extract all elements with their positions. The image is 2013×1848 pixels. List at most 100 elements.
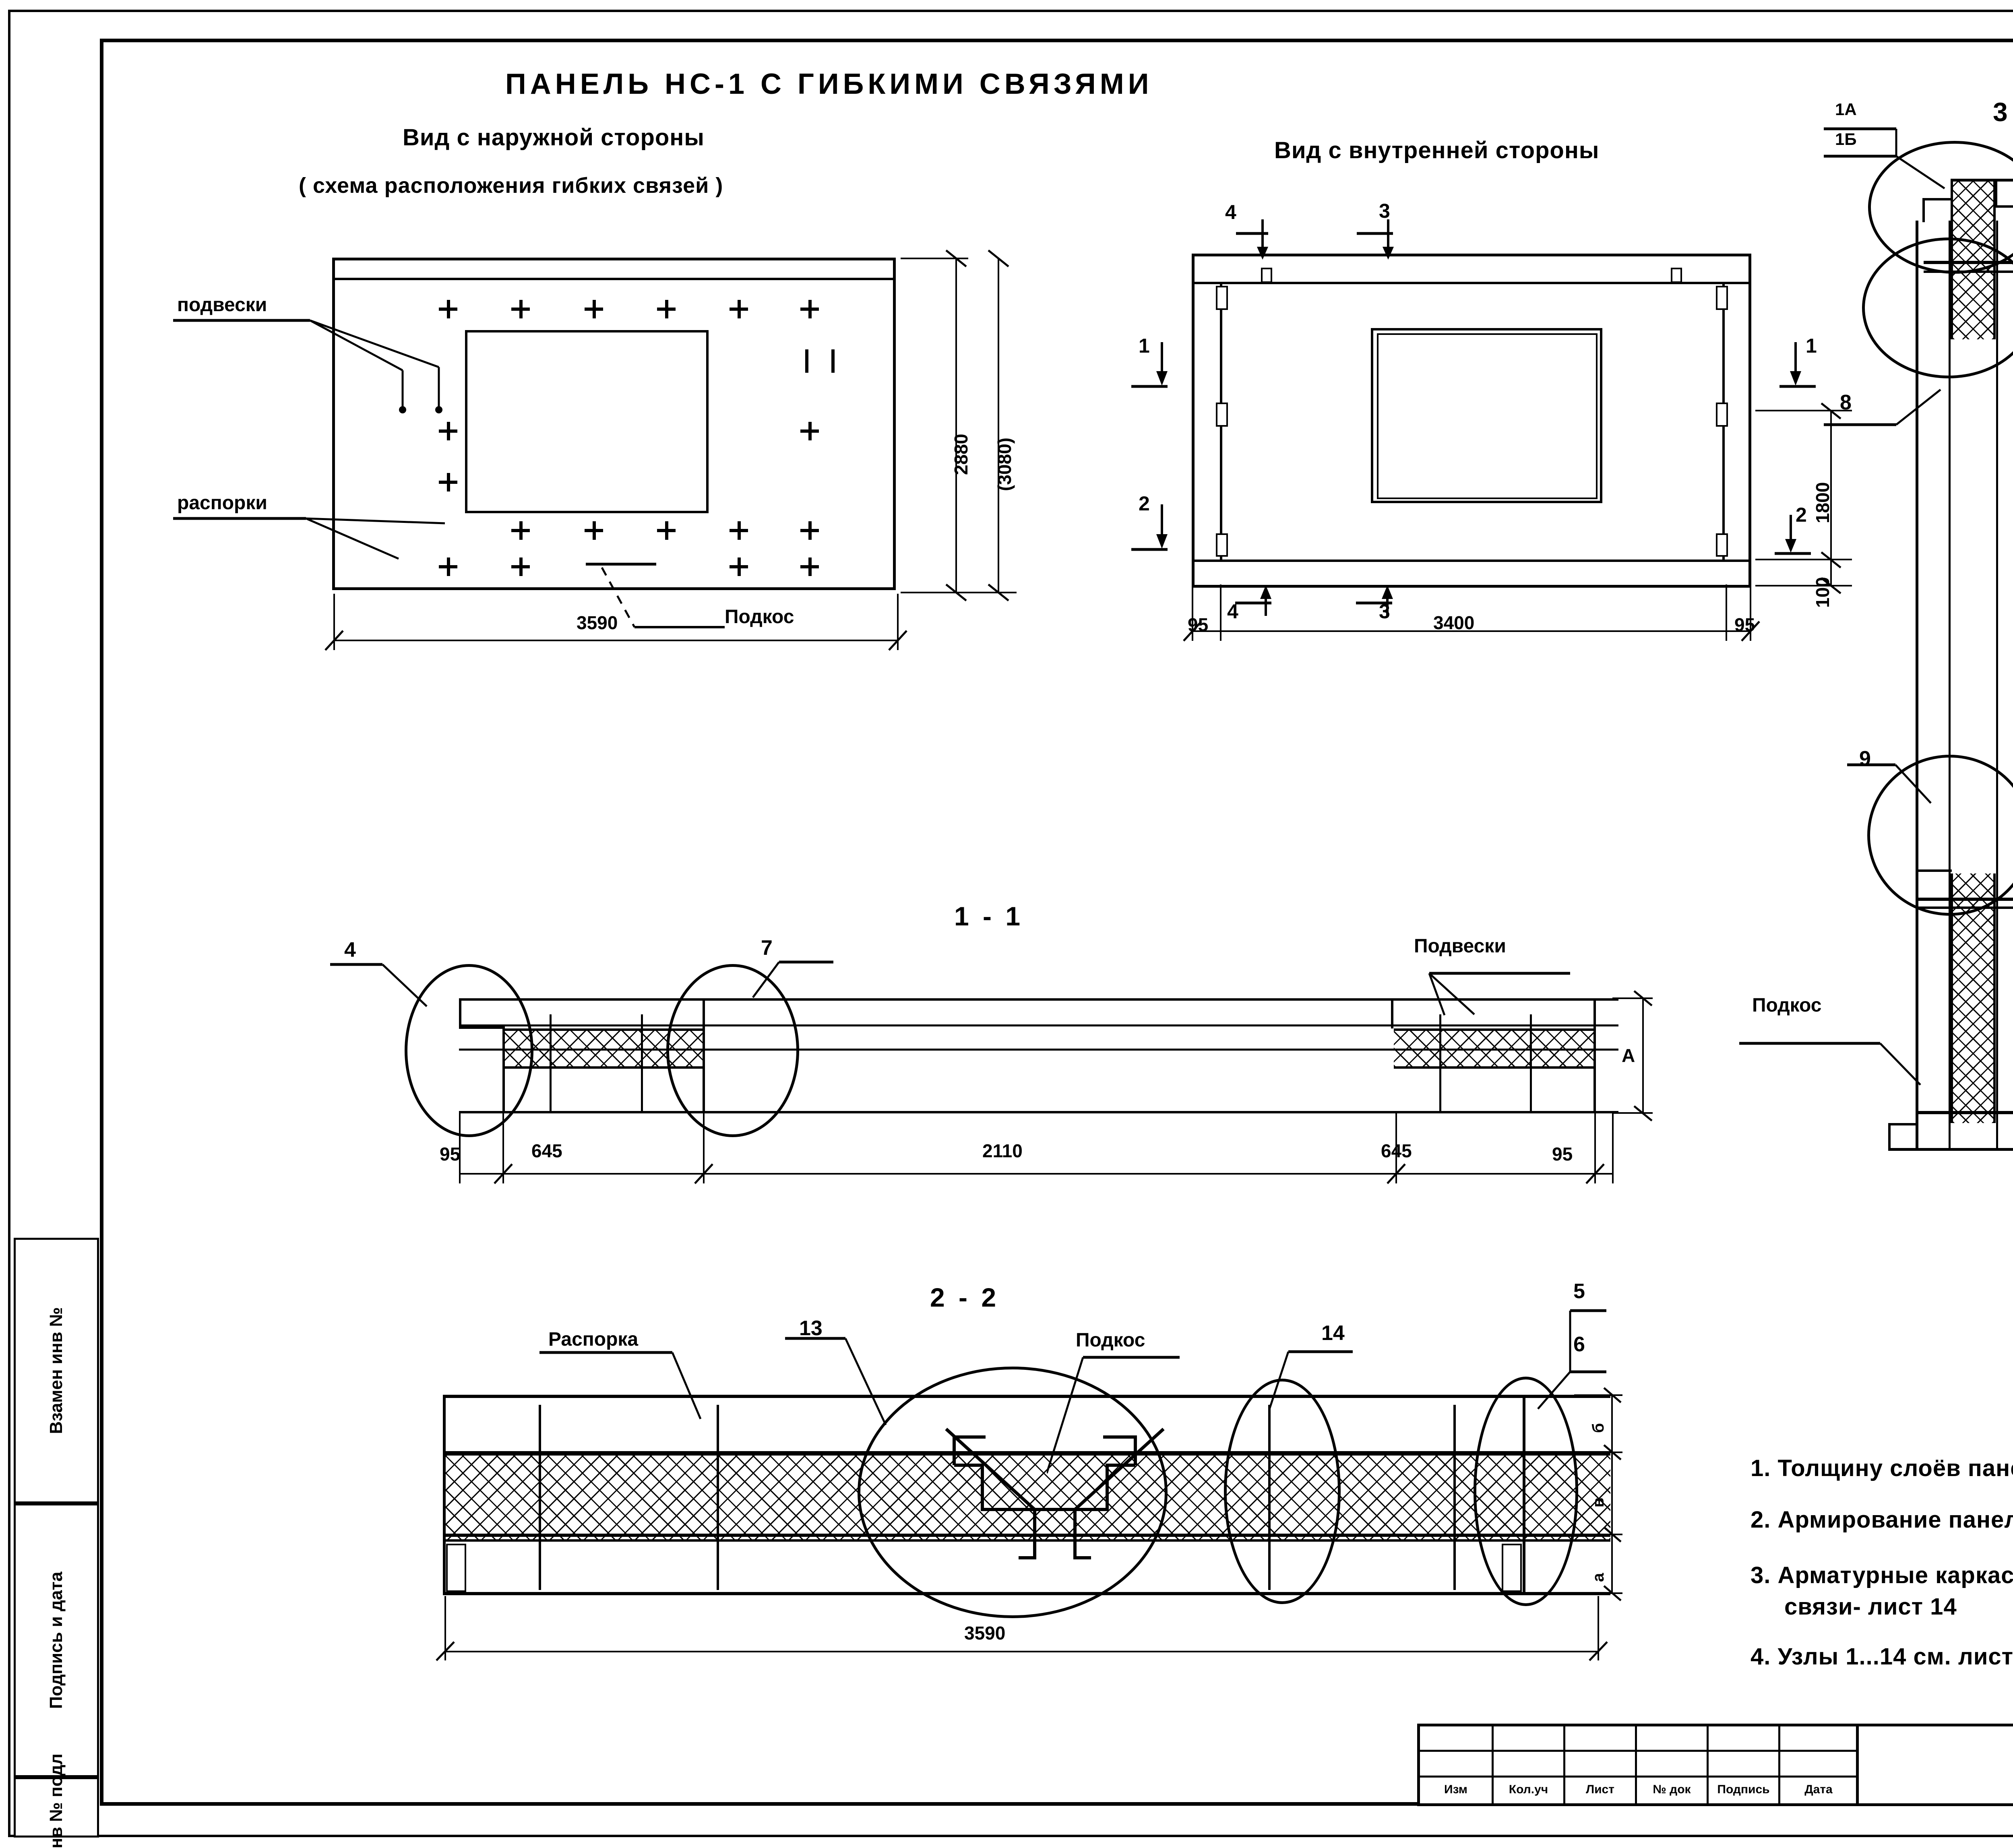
section-marker-label-2: 2 xyxy=(1139,492,1150,515)
callout-56-leader xyxy=(1537,1309,1606,1410)
sec33-bottom-cap xyxy=(1888,1148,2013,1151)
embedded-plate xyxy=(1716,286,1728,310)
callout-1a1b-leader xyxy=(1824,127,1945,190)
tie-mark xyxy=(511,300,530,318)
dim-width-outer xyxy=(324,594,907,651)
margin-cell-podpis: Подпись и дата xyxy=(14,1503,99,1777)
embedded-plate xyxy=(1216,286,1228,310)
revision-grid: Изм Кол.уч Лист № док Подпись Дата xyxy=(1420,1726,1859,1803)
section-marker-4-bottom xyxy=(1235,585,1271,616)
embedded-plate xyxy=(1716,403,1728,427)
leader-label-brace-sec33: Подкос xyxy=(1752,995,1822,1016)
outer-view-title: Вид с наружной стороны xyxy=(403,124,705,151)
sec22-left-recess xyxy=(446,1544,466,1592)
margin-cell-vzamen: Взамен инв № xyxy=(14,1238,99,1503)
callout-label-7: 7 xyxy=(761,936,773,960)
title-block-col-data: Дата xyxy=(1804,1783,1833,1796)
section-marker-label-1: 1 xyxy=(1139,334,1150,357)
title-block-col-izm: Изм xyxy=(1444,1783,1467,1796)
leader-label-hangers-sec11: Подвески xyxy=(1414,935,1506,957)
callout-7-leader xyxy=(752,960,833,998)
callout-9-leader xyxy=(1847,763,1932,804)
sheet-border-inner xyxy=(100,39,2013,1806)
margin-cell-label: Взамен инв № xyxy=(46,1307,66,1434)
detail-circle-56 xyxy=(1474,1377,1578,1606)
dim-label-sec11-4: 95 xyxy=(1552,1144,1573,1165)
sheet-border-outer xyxy=(8,10,2013,1837)
sec33-left-edge xyxy=(1916,221,1918,1150)
callout-label-1a: 1А xyxy=(1835,100,1857,119)
sec22-left-edge xyxy=(443,1395,446,1595)
drawing-number-cell: 1.132.1 - 21.98.0 - СМ 1 xyxy=(1859,1726,2013,1803)
detail-circle-14 xyxy=(1224,1379,1341,1604)
title-block-col-ndok: № док xyxy=(1653,1783,1691,1796)
tie-mark xyxy=(439,473,457,491)
tie-mark xyxy=(800,300,819,318)
dim-bottom-inner xyxy=(1183,584,1760,642)
sec11-outer-face xyxy=(459,998,1618,1001)
margin-cell-label: Инв № подл xyxy=(46,1753,66,1848)
dim-label-layer-a: а xyxy=(1589,1573,1607,1582)
brace-leader xyxy=(601,567,725,628)
section-marker-label-3: 3 xyxy=(1379,200,1390,222)
detail-circle-13 xyxy=(858,1367,1168,1618)
sec11-tie xyxy=(641,1014,643,1113)
tie-mark xyxy=(439,300,457,318)
brace-leader-sec22 xyxy=(1047,1356,1180,1474)
panel-top-ledge xyxy=(335,278,893,280)
dim-label-height-outer-alt: (3080) xyxy=(994,438,1015,491)
leader-label-strut-sec22: Распорка xyxy=(548,1329,639,1350)
sec11-tie xyxy=(1530,1014,1532,1113)
sec33-bottom-left-h xyxy=(1888,1123,1917,1125)
brace-symbol xyxy=(586,563,656,566)
tie-mark xyxy=(800,521,819,540)
sec33-bot-end-tie xyxy=(1916,1111,2013,1114)
sec11-right-block-bottom xyxy=(1394,1111,1595,1113)
hanger-mark xyxy=(805,349,808,373)
embedded-plate xyxy=(1216,533,1228,557)
dim-label-sec11-3: 645 xyxy=(1381,1140,1412,1161)
title-block-col-koluch: Кол.уч xyxy=(1509,1783,1548,1796)
callout-label-14: 14 xyxy=(1321,1321,1345,1345)
detail-circle-8 xyxy=(1862,237,2013,378)
leader-label-brace-sec22: Подкос xyxy=(1076,1330,1145,1351)
sec22-strut xyxy=(717,1405,719,1590)
sec11-inner-line-a xyxy=(459,1024,1618,1026)
sec11-inner-line-b xyxy=(459,1049,1618,1051)
embedded-plate xyxy=(1216,403,1228,427)
callout-8-leader xyxy=(1824,389,1941,426)
section-marker-2-left xyxy=(1131,504,1168,551)
sec11-right-ledge-v xyxy=(1391,998,1393,1028)
tie-mark xyxy=(730,521,748,540)
dim-label-sec11-2: 2110 xyxy=(982,1140,1023,1161)
window-opening-inner-reveal xyxy=(1377,333,1598,499)
callout-label-8: 8 xyxy=(1840,391,1852,414)
dim-label-width-outer: 3590 xyxy=(577,612,618,633)
detail-circle-9 xyxy=(1867,755,2013,916)
embedded-plate-top xyxy=(1671,268,1682,283)
sec11-left-block-bottom xyxy=(503,1111,705,1113)
title-block-col-podpis: Подпись xyxy=(1717,1783,1770,1796)
section-3-3-title: 3 - 3 xyxy=(1993,97,2013,127)
note-3: 3. Арматурные каркасы см. лист 10 , xyxy=(1751,1562,2013,1588)
tie-mark xyxy=(585,300,603,318)
section-marker-3-top xyxy=(1357,219,1394,260)
section-marker-4-top xyxy=(1236,219,1268,260)
section-marker-label-3: 3 xyxy=(1379,600,1390,623)
callout-label-6: 6 xyxy=(1573,1333,1585,1356)
sec11-tie xyxy=(550,1014,552,1113)
note-3-cont: связи- лист 14 xyxy=(1784,1594,1957,1620)
brace-leader-sec33 xyxy=(1739,1042,1921,1086)
section-marker-2-right xyxy=(1775,515,1811,555)
dim-label-sec22-width: 3590 xyxy=(964,1623,1006,1644)
callout-label-9: 9 xyxy=(1859,747,1871,770)
callout-4-leader xyxy=(330,963,428,1007)
struts-leader xyxy=(173,517,445,560)
tie-mark xyxy=(585,521,603,540)
sec33-mid-line-b xyxy=(1996,221,1998,1150)
tie-mark xyxy=(439,422,457,440)
callout-label-13: 13 xyxy=(799,1317,823,1340)
margin-cell-label: Подпись и дата xyxy=(46,1571,66,1709)
dim-label-width-inner: 3400 xyxy=(1433,612,1475,633)
dim-label-height-outer: 2880 xyxy=(951,434,971,475)
